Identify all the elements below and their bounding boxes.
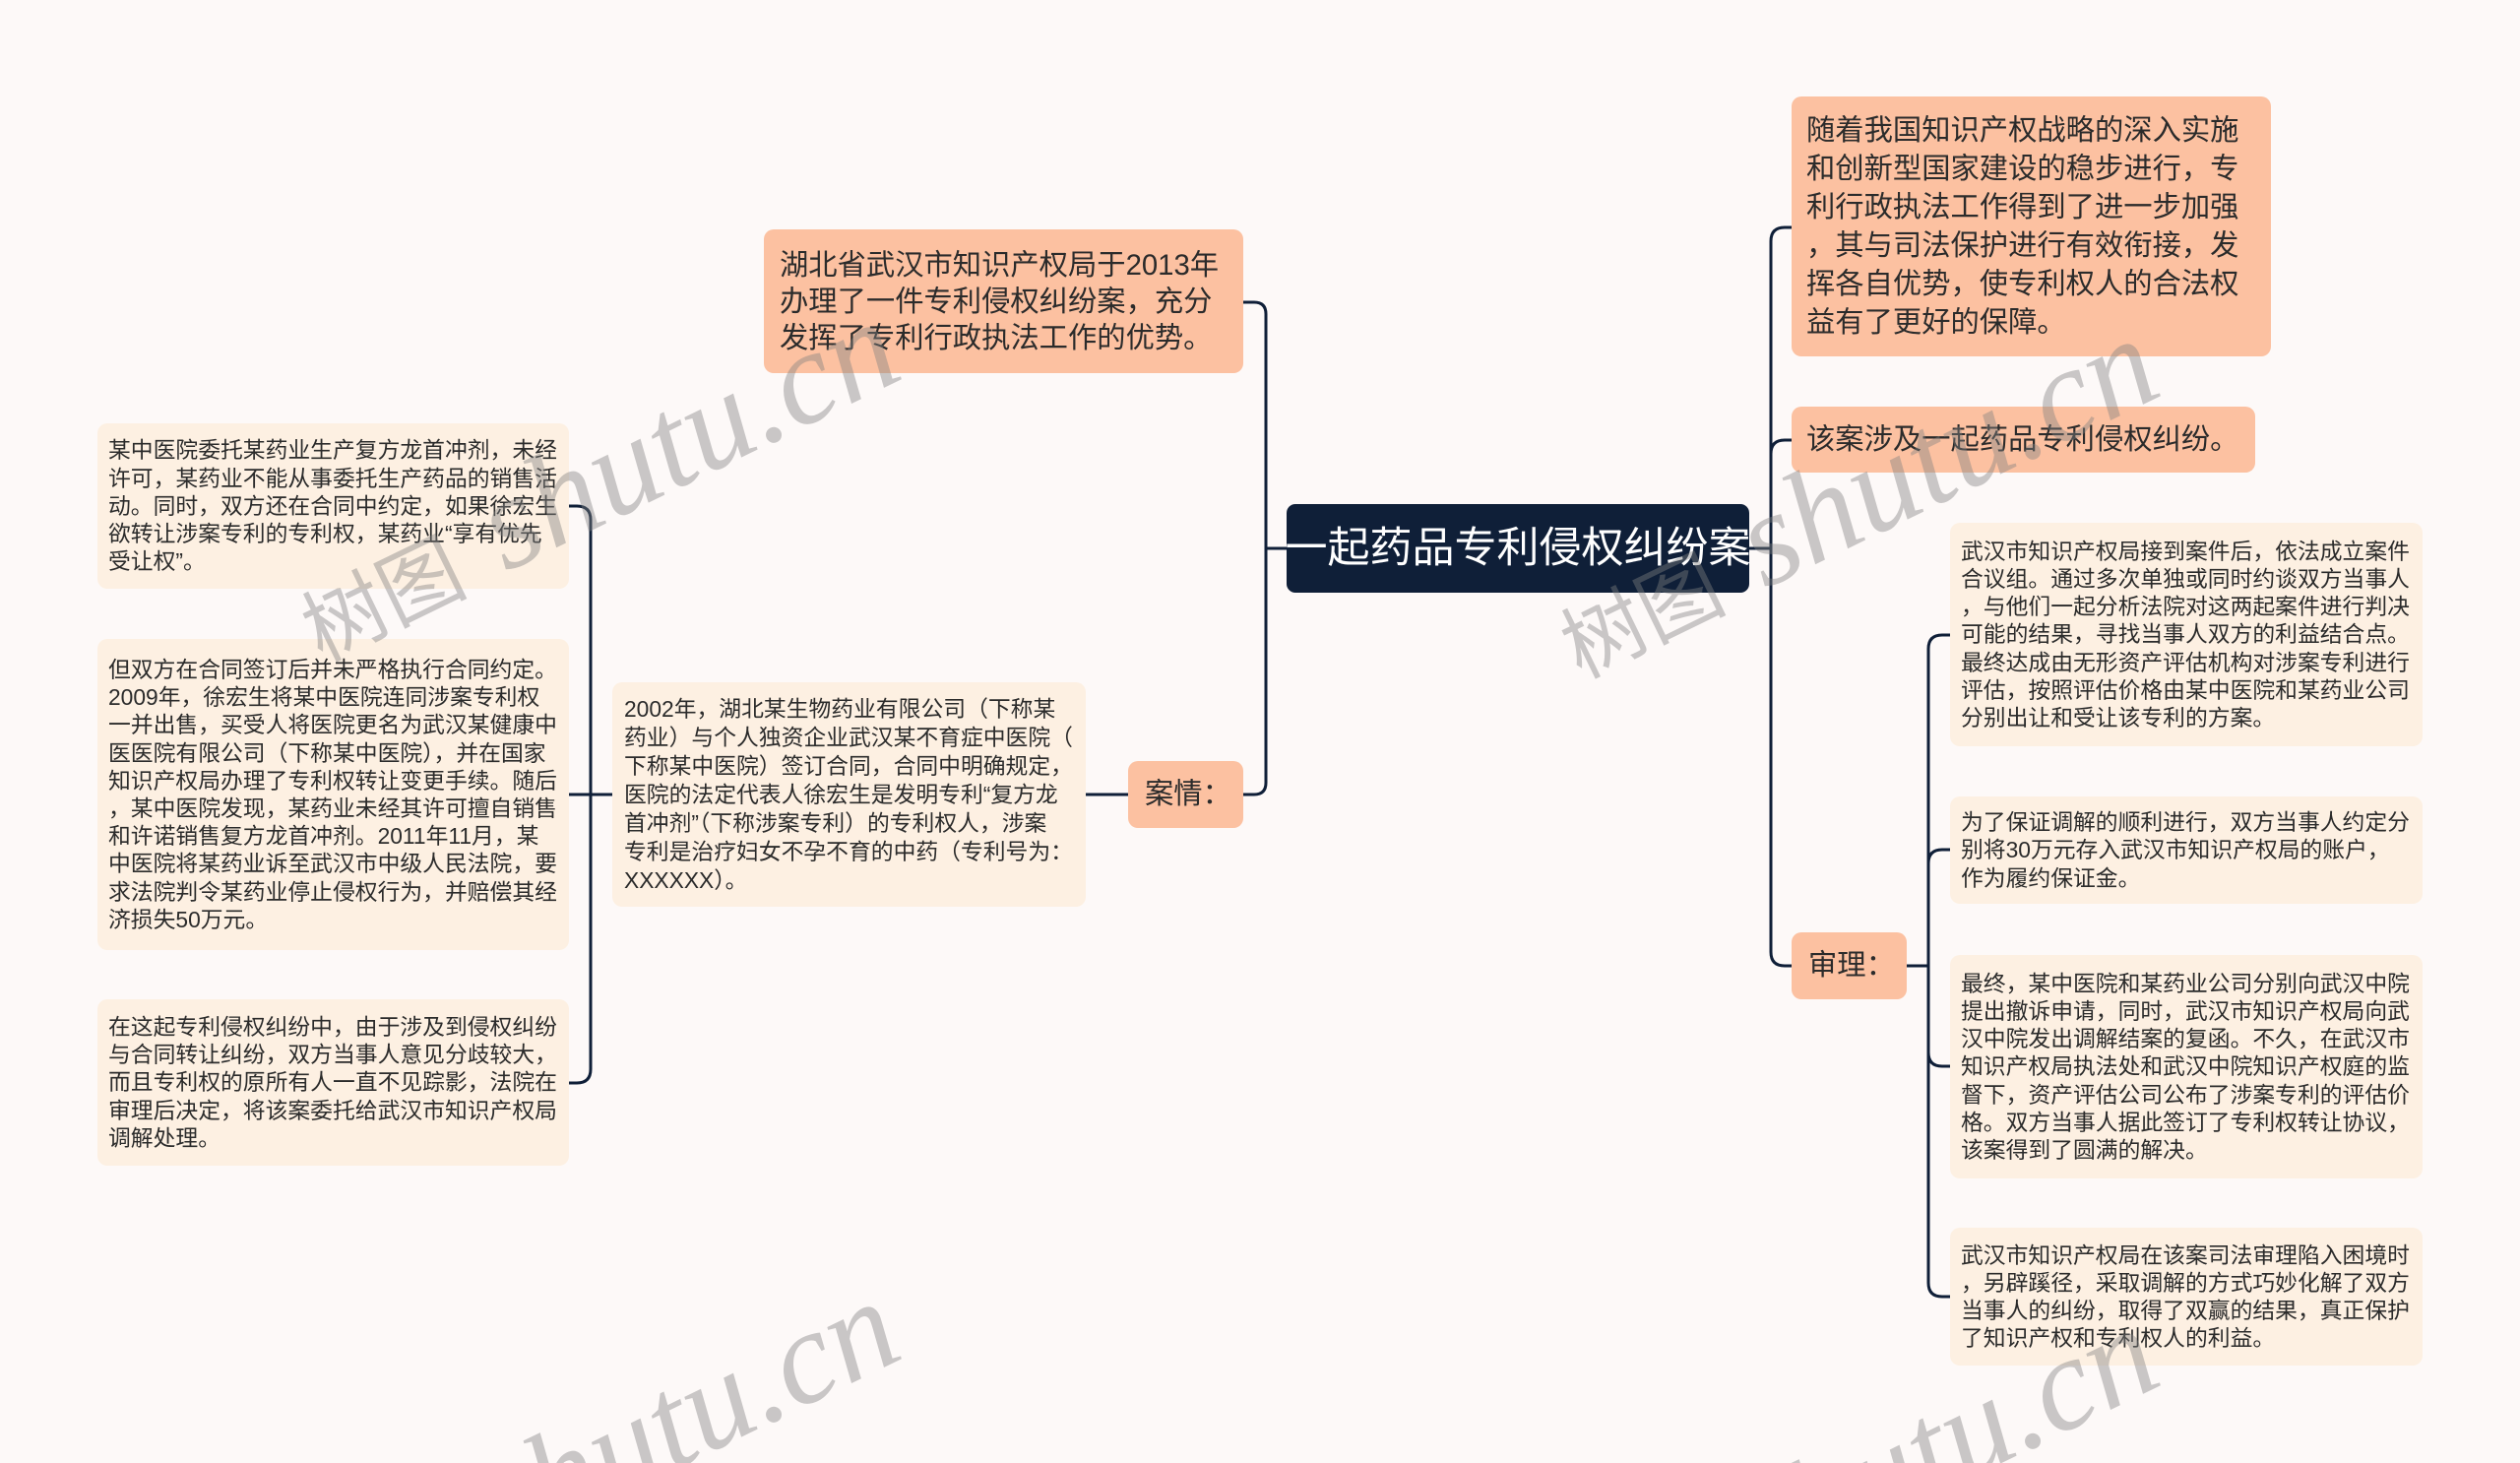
case-leaf-label: 但双方在合同签订后并未严格执行合同约定。 2009年，徐宏生将某中医院连同涉案专… [108, 656, 557, 932]
branch-node-label: 案情： [1145, 778, 1231, 810]
branch-node-background: 随着我国知识产权战略的深入实施 和创新型国家建设的稳步进行，专 利行政执法工作得… [1792, 96, 2271, 356]
case-leaf-label: 某中医院委托某药业生产复方龙首冲剂，未经 许可，某药业不能从事委托生产药品的销售… [108, 437, 557, 575]
root-node-label: 一起药品专利侵权纠纷案 [1285, 525, 1751, 572]
trial-leaf-label: 最终，某中医院和某药业公司分别向武汉中院 提出撤诉申请，同时，武汉市知识产权局向… [1961, 970, 2410, 1163]
trial-leaf-label: 武汉市知识产权局在该案司法审理陷入困境时 ，另辟蹊径，采取调解的方式巧妙化解了双… [1961, 1241, 2410, 1352]
connector-right-branch-2 [1769, 438, 1794, 456]
trial-leaf-node-4: 武汉市知识产权局在该案司法审理陷入困境时 ，另辟蹊径，采取调解的方式巧妙化解了双… [1950, 1228, 2423, 1366]
connector-left-leaves [567, 504, 593, 1085]
connector-left-branches [1241, 300, 1268, 796]
case-leaf-node-1: 某中医院委托某药业生产复方龙首冲剂，未经 许可，某药业不能从事委托生产药品的销售… [97, 423, 569, 589]
case-leaf-node-3: 在这起专利侵权纠纷中，由于涉及到侵权纠纷 与合同转让纠纷，双方当事人意见分歧较大… [97, 999, 569, 1166]
case-leaf-label: 在这起专利侵权纠纷中，由于涉及到侵权纠纷 与合同转让纠纷，双方当事人意见分歧较大… [108, 1013, 557, 1151]
connector-right-leaf-2 [1926, 848, 1952, 865]
branch-node-label: 该案涉及一起药品专利侵权纠纷。 [1806, 422, 2239, 456]
branch-node-label: 湖北省武汉市知识产权局于2013年 办理了一件专利侵权纠纷案，充分 发挥了专利行… [780, 248, 1220, 354]
trial-leaf-node-3: 最终，某中医院和某药业公司分别向武汉中院 提出撤诉申请，同时，武汉市知识产权局向… [1950, 955, 2423, 1178]
connector-right-leaves [1926, 633, 1952, 1299]
case-detail-node: 2002年，湖北某生物药业有限公司（下称某 药业）与个人独资企业武汉某不育症中医… [612, 682, 1086, 907]
branch-node-intro: 湖北省武汉市知识产权局于2013年 办理了一件专利侵权纠纷案，充分 发挥了专利行… [764, 229, 1243, 373]
branch-node-case: 案情： [1128, 761, 1243, 828]
branch-node-summary: 该案涉及一起药品专利侵权纠纷。 [1792, 407, 2255, 473]
connector-right-leaf-3 [1926, 1050, 1952, 1068]
trial-leaf-label: 为了保证调解的顺利进行，双方当事人约定分 别将30万元存入武汉市知识产权局的账户… [1961, 809, 2410, 891]
root-node: 一起药品专利侵权纠纷案 [1285, 504, 1751, 593]
trial-leaf-label: 武汉市知识产权局接到案件后，依法成立案件 合议组。通过多次单独或同时约谈双方当事… [1961, 538, 2410, 731]
trial-leaf-node-1: 武汉市知识产权局接到案件后，依法成立案件 合议组。通过多次单独或同时约谈双方当事… [1950, 523, 2423, 746]
case-detail-label: 2002年，湖北某生物药业有限公司（下称某 药业）与个人独资企业武汉某不育症中医… [624, 695, 1073, 893]
connector-right-branches [1769, 225, 1794, 968]
branch-node-label: 随着我国知识产权战略的深入实施 和创新型国家建设的稳步进行，专 利行政执法工作得… [1806, 114, 2239, 339]
branch-node-trial: 审理： [1792, 932, 1907, 999]
trial-leaf-node-2: 为了保证调解的顺利进行，双方当事人约定分 别将30万元存入武汉市知识产权局的账户… [1950, 796, 2423, 904]
branch-node-label: 审理： [1808, 949, 1895, 982]
case-leaf-node-2: 但双方在合同签订后并未严格执行合同约定。 2009年，徐宏生将某中医院连同涉案专… [97, 639, 569, 950]
